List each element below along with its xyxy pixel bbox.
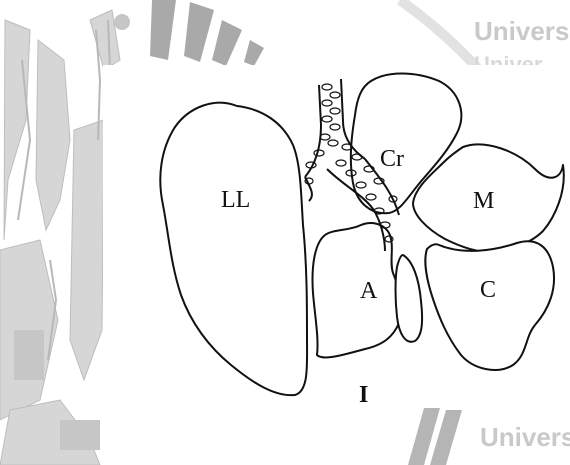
- accessory-lobe-label: A: [360, 279, 377, 303]
- watermark-text-top: Univers: [474, 16, 569, 47]
- watermark-text-bottom: Univers: [480, 422, 570, 453]
- left-lobe-label: LL: [221, 188, 250, 212]
- diagram-drawing: [103, 65, 570, 407]
- collage-shape: [4, 20, 30, 240]
- collage-shape: [36, 40, 70, 230]
- caudal-lobe-label: C: [480, 278, 496, 302]
- collage-block: [14, 330, 44, 380]
- collage-flower: [114, 14, 130, 30]
- left-lobe-outline: [160, 103, 307, 396]
- left-bronchus-wall: [305, 177, 312, 201]
- cranial-lobe-label: Cr: [380, 147, 404, 171]
- middle-lobe-label: M: [473, 189, 494, 213]
- collage-block: [60, 420, 100, 450]
- lung-lobes-diagram: LL Cr M A C I: [103, 65, 570, 407]
- accessory-inner-lobe-outline: [396, 255, 423, 342]
- collage-shape: [70, 120, 104, 380]
- caudal-lobe-outline: [425, 241, 554, 370]
- figure-number-label: I: [359, 383, 368, 407]
- accessory-lobe-outline: [313, 223, 401, 357]
